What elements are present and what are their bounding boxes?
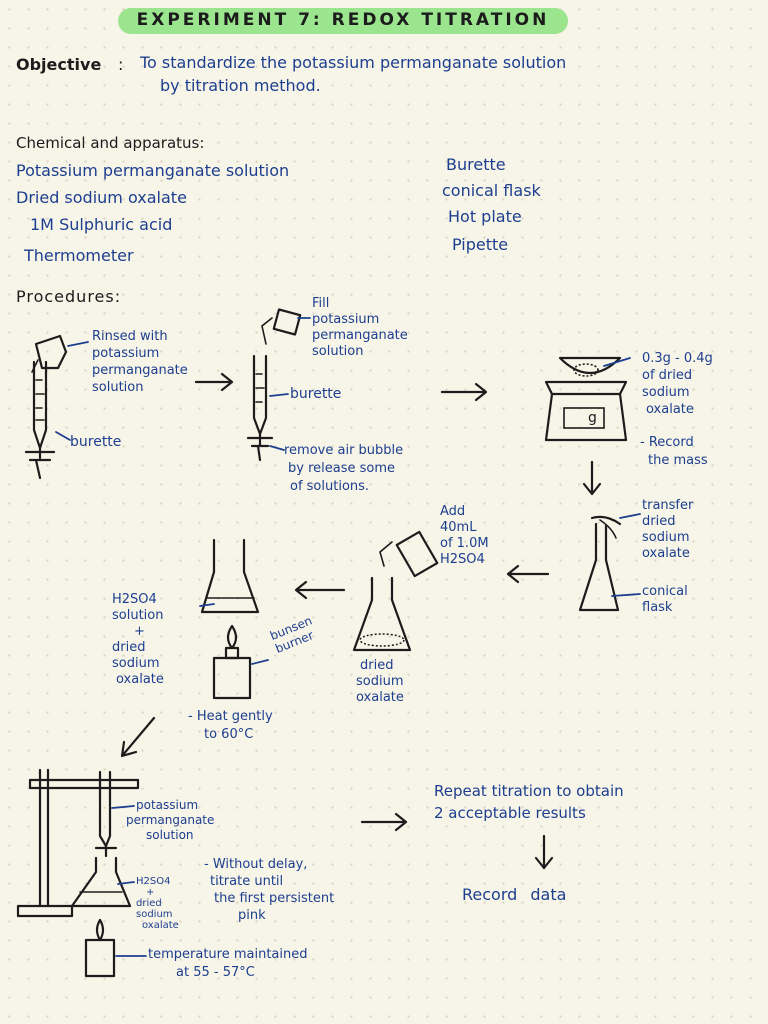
burette-label: burette bbox=[70, 434, 122, 450]
apparatus-item: Hot plate bbox=[448, 207, 522, 226]
arrow-right-icon bbox=[440, 382, 488, 402]
record-data-label: Record data bbox=[462, 885, 567, 904]
objective-line-1: To standardize the potassium permanganat… bbox=[140, 53, 567, 72]
apparatus-item: Pipette bbox=[452, 235, 509, 254]
objective-line-2: by titration method. bbox=[160, 76, 321, 95]
arrow-down-icon bbox=[534, 834, 554, 870]
arrow-down-icon bbox=[582, 460, 602, 496]
burette-2-icon bbox=[246, 308, 302, 462]
page-title: EXPERIMENT 7: REDOX TITRATION bbox=[136, 10, 550, 30]
flask-with-pouring-icon bbox=[352, 530, 439, 652]
apparatus-item: conical flask bbox=[442, 181, 541, 200]
chemical-item: 1M Sulphuric acid bbox=[30, 215, 173, 234]
title-highlight bbox=[118, 8, 568, 34]
chemical-item: Thermometer bbox=[24, 246, 134, 265]
titration-stand-icon bbox=[16, 768, 140, 978]
arrow-left-icon bbox=[294, 580, 346, 600]
chemicals-heading: Chemical and apparatus: bbox=[16, 134, 205, 152]
flask-bunsen-icon bbox=[200, 538, 260, 700]
burette-label: burette bbox=[290, 386, 342, 402]
conical-flask-icon bbox=[578, 515, 622, 612]
chemical-item: Dried sodium oxalate bbox=[16, 188, 187, 207]
chemical-item: Potassium permanganate solution bbox=[16, 161, 290, 180]
apparatus-item: Burette bbox=[446, 155, 506, 174]
arrow-right-icon bbox=[360, 812, 408, 832]
arrow-left-icon bbox=[506, 564, 550, 584]
arrow-down-left-icon bbox=[120, 716, 156, 758]
scale-display: g bbox=[588, 410, 597, 426]
objective-label: Objective bbox=[16, 55, 102, 74]
procedures-heading: Procedures: bbox=[16, 287, 122, 306]
weighing-scale-icon bbox=[544, 356, 628, 442]
burette-1-icon bbox=[24, 334, 68, 480]
arrow-right-icon bbox=[194, 372, 234, 392]
